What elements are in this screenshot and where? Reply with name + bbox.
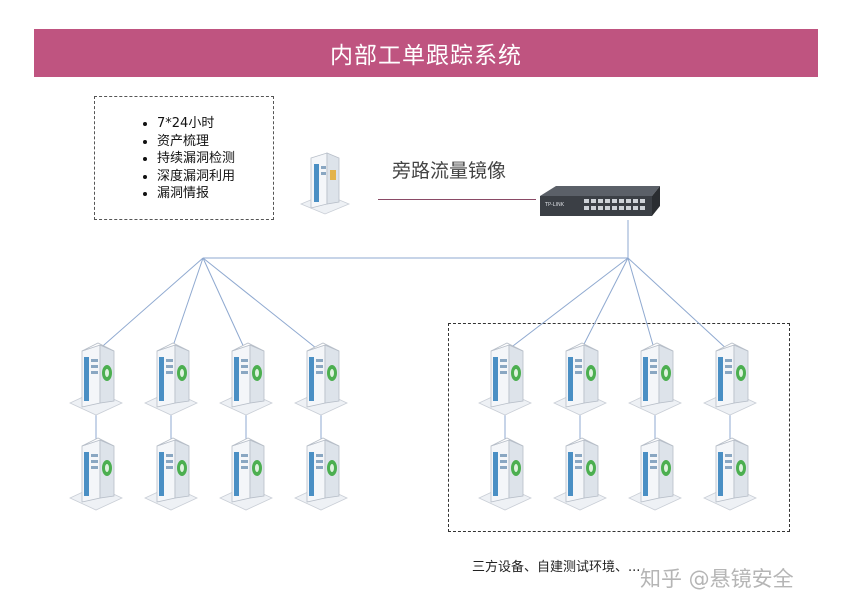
- switch-brand-label: TP-LINK: [544, 202, 565, 208]
- watermark: 知乎 @悬镜安全: [640, 567, 794, 591]
- mirror-label: 旁路流量镜像: [392, 160, 507, 182]
- feature-item: 深度漏洞利用: [157, 168, 273, 186]
- mirror-connection-line: [378, 199, 536, 200]
- server-icon: [294, 342, 348, 416]
- server-icon: [703, 437, 757, 511]
- third-party-caption: 三方设备、自建测试环境、...: [472, 560, 641, 575]
- server-icon: [628, 437, 682, 511]
- link-line: [504, 257, 629, 353]
- link-line: [202, 257, 247, 353]
- server-icon: [69, 437, 123, 511]
- link-line: [627, 257, 656, 353]
- link-line: [627, 257, 731, 353]
- feature-item: 7*24小时: [157, 115, 273, 133]
- right-hub-links: [504, 257, 731, 353]
- feature-item: 漏洞情报: [157, 185, 273, 203]
- vertical-links: [95, 405, 731, 445]
- link-line: [579, 257, 629, 353]
- server-icon: [144, 342, 198, 416]
- feature-item: 资产梳理: [157, 133, 273, 151]
- left-hub-links: [95, 220, 629, 353]
- third-party-box: [448, 323, 790, 532]
- server-icon: [219, 342, 273, 416]
- feature-list-box: 7*24小时 资产梳理 持续漏洞检测 深度漏洞利用 漏洞情报: [94, 96, 274, 220]
- link-line: [95, 257, 204, 353]
- server-icon: [294, 437, 348, 511]
- server-icon: [553, 342, 607, 416]
- server-icon: [219, 437, 273, 511]
- feature-item: 持续漏洞检测: [157, 150, 273, 168]
- server-icon: [478, 437, 532, 511]
- server-icon: [703, 342, 757, 416]
- server-icon: [553, 437, 607, 511]
- network-switch-icon: TP-LINK: [540, 186, 660, 216]
- monitor-server-icon: [300, 152, 350, 215]
- link-line: [202, 257, 322, 353]
- server-icon: [144, 437, 198, 511]
- server-icon: [478, 342, 532, 416]
- server-icon: [628, 342, 682, 416]
- link-line: [170, 257, 204, 353]
- page-title: 内部工单跟踪系统: [34, 29, 818, 77]
- server-icon: [69, 342, 123, 416]
